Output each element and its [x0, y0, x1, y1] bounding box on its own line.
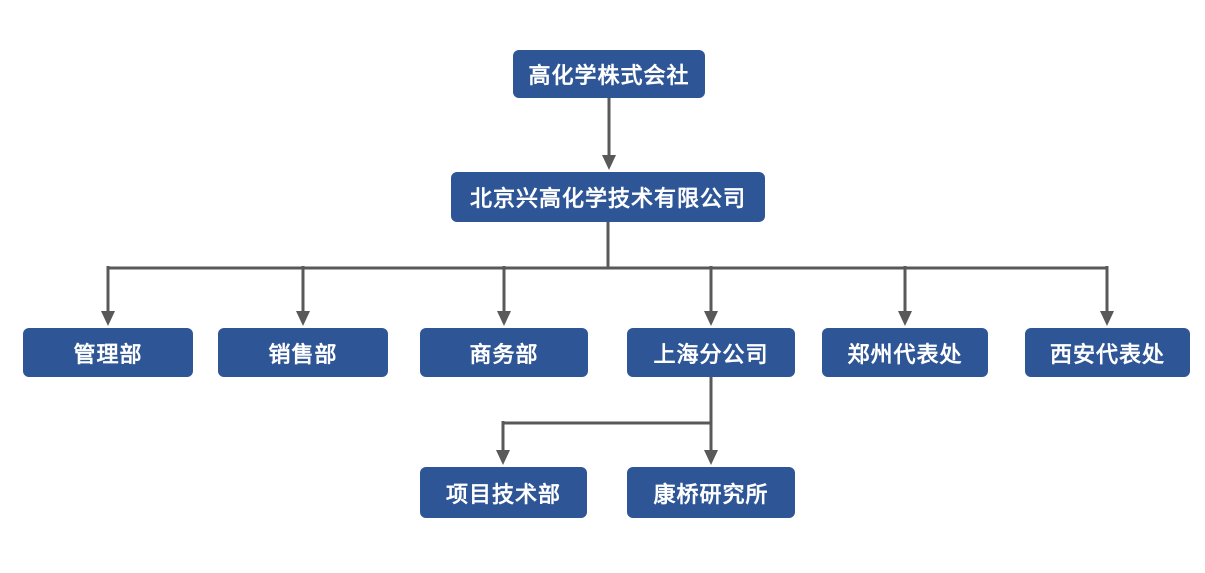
- arrowhead-kangqiao-institute: [704, 450, 718, 465]
- connector-drop-admin-dept: [101, 266, 115, 326]
- arrowhead-admin-dept: [101, 311, 115, 326]
- node-admin-dept: 管理部: [23, 328, 193, 377]
- arrowhead-company: [602, 155, 616, 170]
- node-kangqiao-institute: 康桥研究所: [627, 467, 795, 518]
- arrowhead-sales-dept: [296, 311, 310, 326]
- connector-root-to-company: [602, 98, 616, 170]
- connector-drop-xian-office: [1100, 266, 1114, 326]
- node-company: 北京兴高化学技术有限公司: [451, 172, 765, 222]
- connector-drop-kangqiao-institute: [704, 421, 718, 465]
- node-shanghai-branch: 上海分公司: [627, 328, 795, 377]
- arrowhead-shanghai-branch: [704, 311, 718, 326]
- node-zhengzhou-office: 郑州代表处: [822, 328, 988, 377]
- arrowhead-zhengzhou-office: [898, 311, 912, 326]
- node-sales-dept: 销售部: [218, 328, 388, 377]
- connector-drop-zhengzhou-office: [898, 266, 912, 326]
- connector-drop-business-dept: [497, 266, 511, 326]
- arrowhead-xian-office: [1100, 311, 1114, 326]
- node-xian-office: 西安代表处: [1025, 328, 1190, 377]
- node-project-tech-dept: 项目技术部: [420, 467, 587, 518]
- node-root: 高化学株式会社: [513, 50, 705, 98]
- connector-drop-sales-dept: [296, 266, 310, 326]
- connector-drop-project-tech-dept: [496, 421, 510, 465]
- connector-drop-shanghai-branch: [704, 266, 718, 326]
- arrowhead-business-dept: [497, 311, 511, 326]
- arrowhead-project-tech-dept: [496, 450, 510, 465]
- node-business-dept: 商务部: [420, 328, 588, 377]
